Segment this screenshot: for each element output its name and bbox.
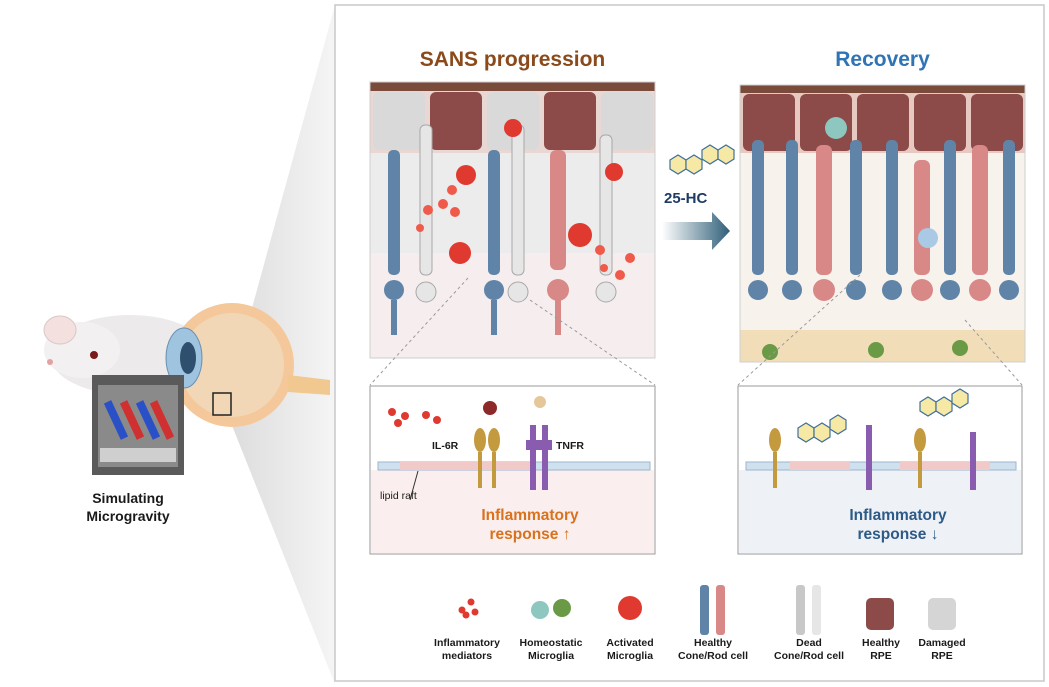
legend-icons [458, 585, 956, 635]
legend-line1: Dead [796, 637, 822, 649]
legend-line1: Activated [606, 637, 654, 649]
caption-simulating: Simulating [92, 490, 164, 506]
recovery-panel-title: Recovery [835, 48, 930, 71]
legend-line2: Cone/Rod cell [677, 649, 748, 662]
treatment-arrow [662, 212, 730, 250]
eye-illustration [165, 303, 330, 427]
legend-line1: Healthy [862, 637, 900, 649]
left-inset-box [369, 385, 656, 555]
legend-line2: Cone/Rod cell [773, 649, 844, 662]
legend-line1: Homeostatic [519, 637, 583, 649]
right-response-line1: Inflammatory [849, 507, 947, 524]
lipid-raft-label: lipid raft [380, 490, 417, 502]
legend-line2: Microglia [606, 649, 654, 662]
eye-zoom-box [212, 392, 232, 416]
caption-microgravity: Microgravity [86, 508, 170, 524]
zoom-lines [369, 274, 1023, 386]
clinostat-device-photo [92, 375, 184, 475]
left-response-line1: Inflammatory [481, 507, 579, 524]
right-inset-box [737, 385, 1023, 555]
tnfr-label: TNFR [556, 440, 584, 452]
il6r-label: IL-6R [432, 440, 459, 452]
legend-line2: Microglia [527, 649, 575, 662]
recovery-retina-panel [739, 84, 1026, 363]
legend-line1: Healthy [694, 637, 732, 649]
sans-retina-panel [369, 81, 656, 359]
25hc-molecule-icon [669, 144, 735, 175]
treatment-label: 25-HC [664, 190, 708, 207]
legend-line2: mediators [441, 649, 493, 662]
legend-line2: RPE [870, 649, 892, 662]
legend-line2: RPE [931, 649, 953, 662]
left-response-line2: response ↑ [489, 526, 571, 543]
sans-panel-title: SANS progression [419, 48, 606, 71]
right-response-line2: response ↓ [857, 526, 939, 543]
legend-line1: Inflammatory [434, 637, 500, 649]
legend-line1: Damaged [918, 637, 966, 649]
